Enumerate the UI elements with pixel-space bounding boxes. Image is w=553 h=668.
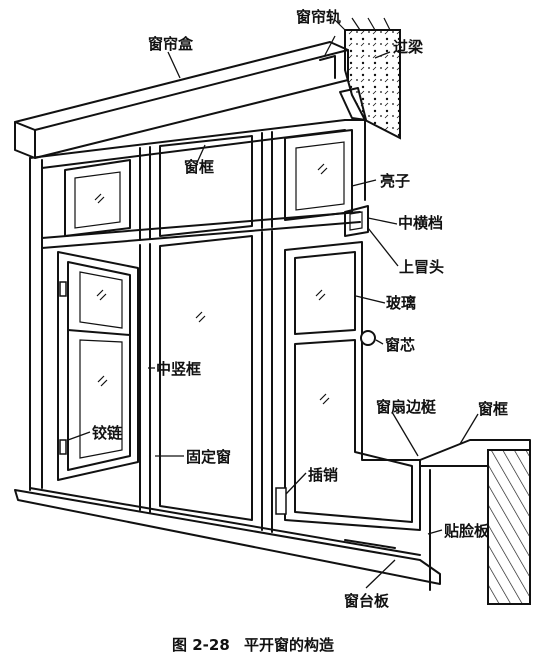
leader-lines (67, 35, 479, 589)
label-window-frame-top: 窗框 (184, 158, 214, 176)
caption-number: 图 2-28 (172, 636, 230, 654)
label-window-frame-side: 窗框 (478, 400, 508, 418)
label-latch-bolt: 插销 (308, 466, 338, 484)
figure-caption: 图 2-28 平开窗的构造 (172, 636, 334, 654)
transom-pane-middle (159, 135, 253, 237)
label-glass: 玻璃 (386, 294, 416, 312)
label-sash-stile: 窗扇边梃 (376, 398, 436, 416)
middle-rail-detail (344, 205, 369, 237)
middle-mullion (139, 230, 273, 533)
curtain-box (14, 41, 349, 159)
left-sash (57, 251, 139, 481)
right-sash (275, 241, 421, 549)
label-curtain-box: 窗帘盒 (148, 35, 194, 53)
label-curtain-rail: 窗帘轨 (296, 8, 341, 26)
window-frame (14, 119, 441, 585)
transom-pane-left (64, 159, 131, 237)
label-middle-rail: 中横档 (398, 214, 443, 232)
label-fixed-window: 固定窗 (186, 448, 231, 466)
transom-row (41, 131, 361, 249)
label-facing-board: 贴脸板 (444, 522, 490, 540)
label-lintel: 过梁 (393, 38, 424, 56)
label-hinge: 铰链 (92, 424, 123, 442)
label-window-core: 窗芯 (385, 336, 415, 354)
transom-pane-right (284, 129, 353, 221)
labels: 窗帘轨 窗帘盒 过梁 窗框 亮子 中横档 上冒头 玻璃 窗芯 中竖框 窗扇边梃 … (92, 8, 508, 610)
caption-title: 平开窗的构造 (244, 636, 334, 654)
right-wall (419, 439, 531, 605)
label-middle-mullion: 中竖框 (156, 360, 201, 378)
fixed-pane (159, 235, 253, 521)
label-transom-light: 亮子 (380, 172, 410, 190)
label-window-sill: 窗台板 (344, 592, 390, 610)
label-top-head: 上冒头 (399, 258, 444, 276)
